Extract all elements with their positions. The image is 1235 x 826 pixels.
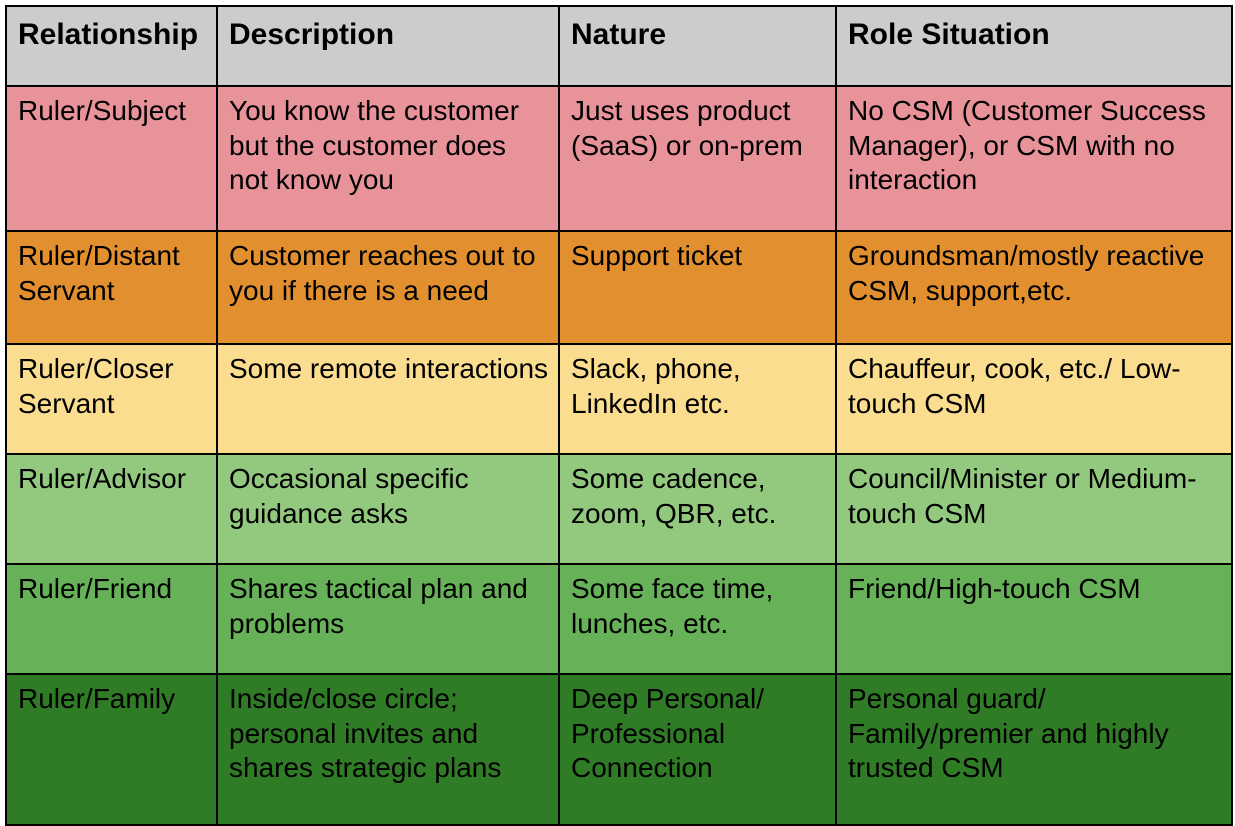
- cell-nature: Just uses product (SaaS) or on-prem: [558, 85, 837, 232]
- cell-description-text: You know the customer but the customer d…: [229, 95, 520, 196]
- cell-nature-text: Deep Personal/ Professional Connection: [571, 683, 765, 784]
- cell-nature-text: Some face time, lunches, etc.: [571, 573, 774, 639]
- cell-nature: Some cadence, zoom, QBR, etc.: [558, 453, 837, 565]
- relationship-maturity-table: Relationship Description Nature Role Sit…: [5, 5, 1233, 826]
- cell-description: Customer reaches out to you if there is …: [216, 230, 560, 345]
- cell-description: Shares tactical plan and problems: [216, 563, 560, 675]
- cell-description: You know the customer but the customer d…: [216, 85, 560, 232]
- column-header-description: Description: [216, 5, 560, 87]
- cell-nature: Slack, phone, LinkedIn etc.: [558, 343, 837, 455]
- table-row: Ruler/Friend Shares tactical plan and pr…: [5, 563, 1233, 675]
- cell-role-situation-text: Council/Minister or Medium-touch CSM: [848, 463, 1197, 529]
- table-container: Relationship Description Nature Role Sit…: [5, 5, 1233, 826]
- table-row: Ruler/Family Inside/close circle; person…: [5, 673, 1233, 826]
- column-header-relationship-label: Relationship: [18, 18, 199, 51]
- cell-relationship-text: Ruler/Closer Servant: [18, 353, 174, 419]
- cell-role-situation: Friend/High-touch CSM: [835, 563, 1233, 675]
- column-header-role-situation: Role Situation: [835, 5, 1233, 87]
- header-row: Relationship Description Nature Role Sit…: [5, 5, 1233, 87]
- cell-nature-text: Slack, phone, LinkedIn etc.: [571, 353, 741, 419]
- cell-role-situation: Council/Minister or Medium-touch CSM: [835, 453, 1233, 565]
- cell-description: Inside/close circle; personal invites an…: [216, 673, 560, 826]
- cell-role-situation-text: Chauffeur, cook, etc./ Low-touch CSM: [848, 353, 1181, 419]
- cell-relationship: Ruler/Subject: [5, 85, 218, 232]
- cell-relationship-text: Ruler/Friend: [18, 573, 173, 604]
- cell-description-text: Inside/close circle; personal invites an…: [229, 683, 502, 784]
- cell-description-text: Customer reaches out to you if there is …: [229, 240, 536, 306]
- cell-role-situation-text: Groundsman/mostly reactive CSM, support,…: [848, 240, 1205, 306]
- cell-description: Occasional specific guidance asks: [216, 453, 560, 565]
- column-header-role-situation-label: Role Situation: [848, 18, 1050, 51]
- cell-role-situation: Chauffeur, cook, etc./ Low-touch CSM: [835, 343, 1233, 455]
- cell-nature: Deep Personal/ Professional Connection: [558, 673, 837, 826]
- column-header-relationship: Relationship: [5, 5, 218, 87]
- cell-relationship: Ruler/Distant Servant: [5, 230, 218, 345]
- cell-role-situation-text: No CSM (Customer Success Manager), or CS…: [848, 95, 1206, 196]
- cell-description: Some remote interactions: [216, 343, 560, 455]
- cell-description-text: Some remote interactions: [229, 353, 549, 384]
- cell-role-situation: Personal guard/ Family/premier and highl…: [835, 673, 1233, 826]
- cell-nature: Some face time, lunches, etc.: [558, 563, 837, 675]
- table-row: Ruler/Subject You know the customer but …: [5, 85, 1233, 232]
- cell-role-situation: No CSM (Customer Success Manager), or CS…: [835, 85, 1233, 232]
- cell-relationship: Ruler/Advisor: [5, 453, 218, 565]
- cell-relationship: Ruler/Friend: [5, 563, 218, 675]
- cell-relationship-text: Ruler/Subject: [18, 95, 187, 126]
- cell-relationship-text: Ruler/Advisor: [18, 463, 187, 494]
- cell-relationship: Ruler/Family: [5, 673, 218, 826]
- table-row: Ruler/Distant Servant Customer reaches o…: [5, 230, 1233, 345]
- cell-relationship-text: Ruler/Distant Servant: [18, 240, 180, 306]
- cell-description-text: Occasional specific guidance asks: [229, 463, 469, 529]
- column-header-description-label: Description: [229, 18, 395, 51]
- cell-relationship: Ruler/Closer Servant: [5, 343, 218, 455]
- cell-role-situation: Groundsman/mostly reactive CSM, support,…: [835, 230, 1233, 345]
- cell-nature-text: Some cadence, zoom, QBR, etc.: [571, 463, 777, 529]
- cell-relationship-text: Ruler/Family: [18, 683, 176, 714]
- cell-role-situation-text: Personal guard/ Family/premier and highl…: [848, 683, 1169, 784]
- cell-description-text: Shares tactical plan and problems: [229, 573, 528, 639]
- table-row: Ruler/Advisor Occasional specific guidan…: [5, 453, 1233, 565]
- cell-role-situation-text: Friend/High-touch CSM: [848, 573, 1141, 604]
- cell-nature-text: Support ticket: [571, 240, 743, 271]
- table-body: Ruler/Subject You know the customer but …: [5, 85, 1233, 826]
- column-header-nature: Nature: [558, 5, 837, 87]
- cell-nature: Support ticket: [558, 230, 837, 345]
- cell-nature-text: Just uses product (SaaS) or on-prem: [571, 95, 803, 161]
- table-header: Relationship Description Nature Role Sit…: [5, 5, 1233, 87]
- column-header-nature-label: Nature: [571, 18, 667, 51]
- table-row: Ruler/Closer Servant Some remote interac…: [5, 343, 1233, 455]
